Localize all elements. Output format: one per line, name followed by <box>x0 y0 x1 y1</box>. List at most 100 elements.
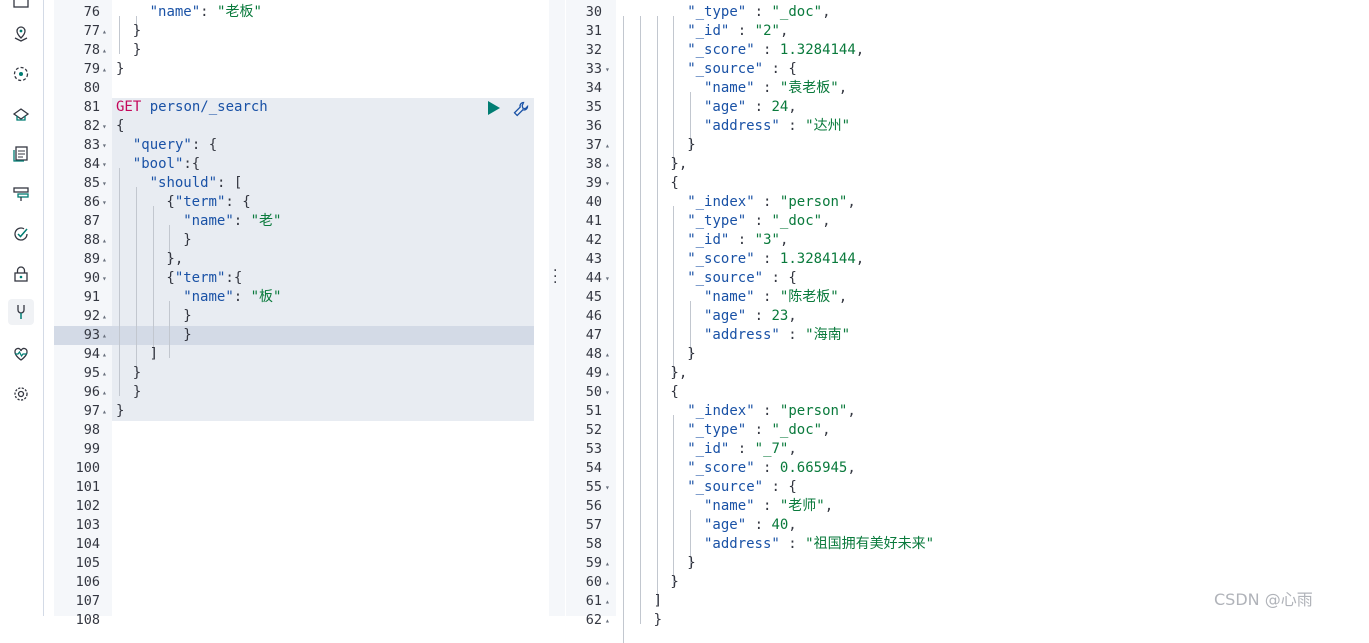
fold-close-icon[interactable]: ▴ <box>605 350 610 359</box>
wrench-icon[interactable] <box>512 100 530 118</box>
management-icon[interactable] <box>8 381 34 407</box>
json-punct: } <box>132 365 142 381</box>
code-text: }, <box>116 250 183 282</box>
fold-close-icon[interactable]: ▴ <box>605 141 610 150</box>
fold-close-icon[interactable]: ▴ <box>605 369 610 378</box>
logs-icon[interactable] <box>8 141 34 167</box>
fold-close-icon[interactable]: ▴ <box>102 369 107 378</box>
fold-close-icon[interactable]: ▴ <box>102 350 107 359</box>
code-text: "_id" : "_7", <box>620 440 797 472</box>
fold-open-icon[interactable]: ▾ <box>605 388 610 397</box>
line-number: 108 <box>75 612 100 628</box>
code-text: } <box>620 573 679 605</box>
siem-icon[interactable] <box>8 261 34 287</box>
fold-open-icon[interactable]: ▾ <box>102 179 107 188</box>
line-number: 57 <box>585 517 602 533</box>
line-number: 45 <box>585 289 602 305</box>
json-punct: } <box>183 232 192 248</box>
code-text: "name" : "老师", <box>620 497 833 529</box>
line-number: 101 <box>75 479 100 495</box>
fold-close-icon[interactable]: ▴ <box>605 559 610 568</box>
line-number: 42 <box>585 232 602 248</box>
code-text: "should": [ <box>116 174 242 206</box>
line-number: 89 <box>83 251 100 267</box>
ml-icon[interactable] <box>8 61 34 87</box>
json-punct: :{ <box>183 156 201 172</box>
code-text: {"term":{ <box>116 269 242 301</box>
monitoring-icon[interactable] <box>8 341 34 367</box>
json-punct: } <box>116 61 125 77</box>
json-key: "name" <box>183 213 234 229</box>
line-number: 78 <box>83 42 100 58</box>
fold-close-icon[interactable]: ▴ <box>605 616 610 625</box>
fold-open-icon[interactable]: ▾ <box>102 122 107 131</box>
dev-tools-icon[interactable] <box>8 299 34 325</box>
json-key: "_type" <box>687 213 747 229</box>
fold-open-icon[interactable]: ▾ <box>102 274 107 283</box>
json-punct: : <box>233 289 251 305</box>
line-number: 62 <box>585 612 602 628</box>
code-text: "_type" : "_doc", <box>620 3 831 35</box>
fold-open-icon[interactable]: ▾ <box>102 198 107 207</box>
line-number: 107 <box>75 593 100 609</box>
fold-close-icon[interactable]: ▴ <box>102 27 107 36</box>
fold-close-icon[interactable]: ▴ <box>102 65 107 74</box>
fold-close-icon[interactable]: ▴ <box>102 407 107 416</box>
side-nav <box>0 0 44 616</box>
play-icon[interactable] <box>486 99 502 117</box>
json-string: "_doc" <box>771 422 823 438</box>
code-text: "_type" : "_doc", <box>620 212 831 244</box>
fold-close-icon[interactable]: ▴ <box>102 255 107 264</box>
line-number: 47 <box>585 327 602 343</box>
fold-open-icon[interactable]: ▾ <box>605 483 610 492</box>
line-number: 46 <box>585 308 602 324</box>
infrastructure-icon[interactable] <box>8 101 34 127</box>
fold-open-icon[interactable]: ▾ <box>605 179 610 188</box>
line-number: 90 <box>83 270 100 286</box>
line-number: 99 <box>83 441 100 457</box>
line-number: 91 <box>83 289 100 305</box>
fold-close-icon[interactable]: ▴ <box>102 312 107 321</box>
fold-close-icon[interactable]: ▴ <box>605 578 610 587</box>
line-number: 36 <box>585 118 602 134</box>
json-string: "板" <box>250 289 282 305</box>
fold-open-icon[interactable]: ▾ <box>102 141 107 150</box>
fold-close-icon[interactable]: ▴ <box>605 160 610 169</box>
maps-icon[interactable] <box>8 21 34 47</box>
json-key: "_index" <box>687 403 755 419</box>
uptime-icon[interactable] <box>8 221 34 247</box>
fold-open-icon[interactable]: ▾ <box>102 160 107 169</box>
discover-icon[interactable] <box>8 0 34 16</box>
code-text: "_score" : 1.3284144, <box>620 250 864 282</box>
panel-resizer[interactable] <box>549 0 565 616</box>
apm-icon[interactable] <box>8 181 34 207</box>
json-key: person/_search <box>149 99 268 115</box>
json-punct: : { <box>763 479 797 495</box>
fold-close-icon[interactable]: ▴ <box>102 331 107 340</box>
fold-close-icon[interactable]: ▴ <box>102 388 107 397</box>
json-punct: }, <box>670 156 688 172</box>
line-number: 102 <box>75 498 100 514</box>
json-punct: : <box>729 23 755 39</box>
json-key: "_score" <box>687 42 755 58</box>
line-number: 31 <box>585 23 602 39</box>
json-punct: , <box>788 517 797 533</box>
fold-close-icon[interactable]: ▴ <box>605 597 610 606</box>
line-number: 38 <box>585 156 602 172</box>
json-punct <box>116 137 133 153</box>
response-viewer[interactable]: 30"_type" : "_doc",31"_id" : "2",32"_sco… <box>566 0 1369 643</box>
fold-close-icon[interactable]: ▴ <box>102 46 107 55</box>
fold-open-icon[interactable]: ▾ <box>605 274 610 283</box>
json-number: 23 <box>771 308 789 324</box>
code-text: } <box>116 22 141 54</box>
json-key: "address" <box>703 327 780 343</box>
fold-open-icon[interactable]: ▾ <box>605 65 610 74</box>
line-number: 37 <box>585 137 602 153</box>
line-number: 82 <box>83 118 100 134</box>
line-number: 48 <box>585 346 602 362</box>
line-number: 81 <box>83 99 100 115</box>
fold-close-icon[interactable]: ▴ <box>102 236 107 245</box>
resizer-handle-icon[interactable]: ··· <box>553 263 558 291</box>
json-key: "_type" <box>687 422 747 438</box>
